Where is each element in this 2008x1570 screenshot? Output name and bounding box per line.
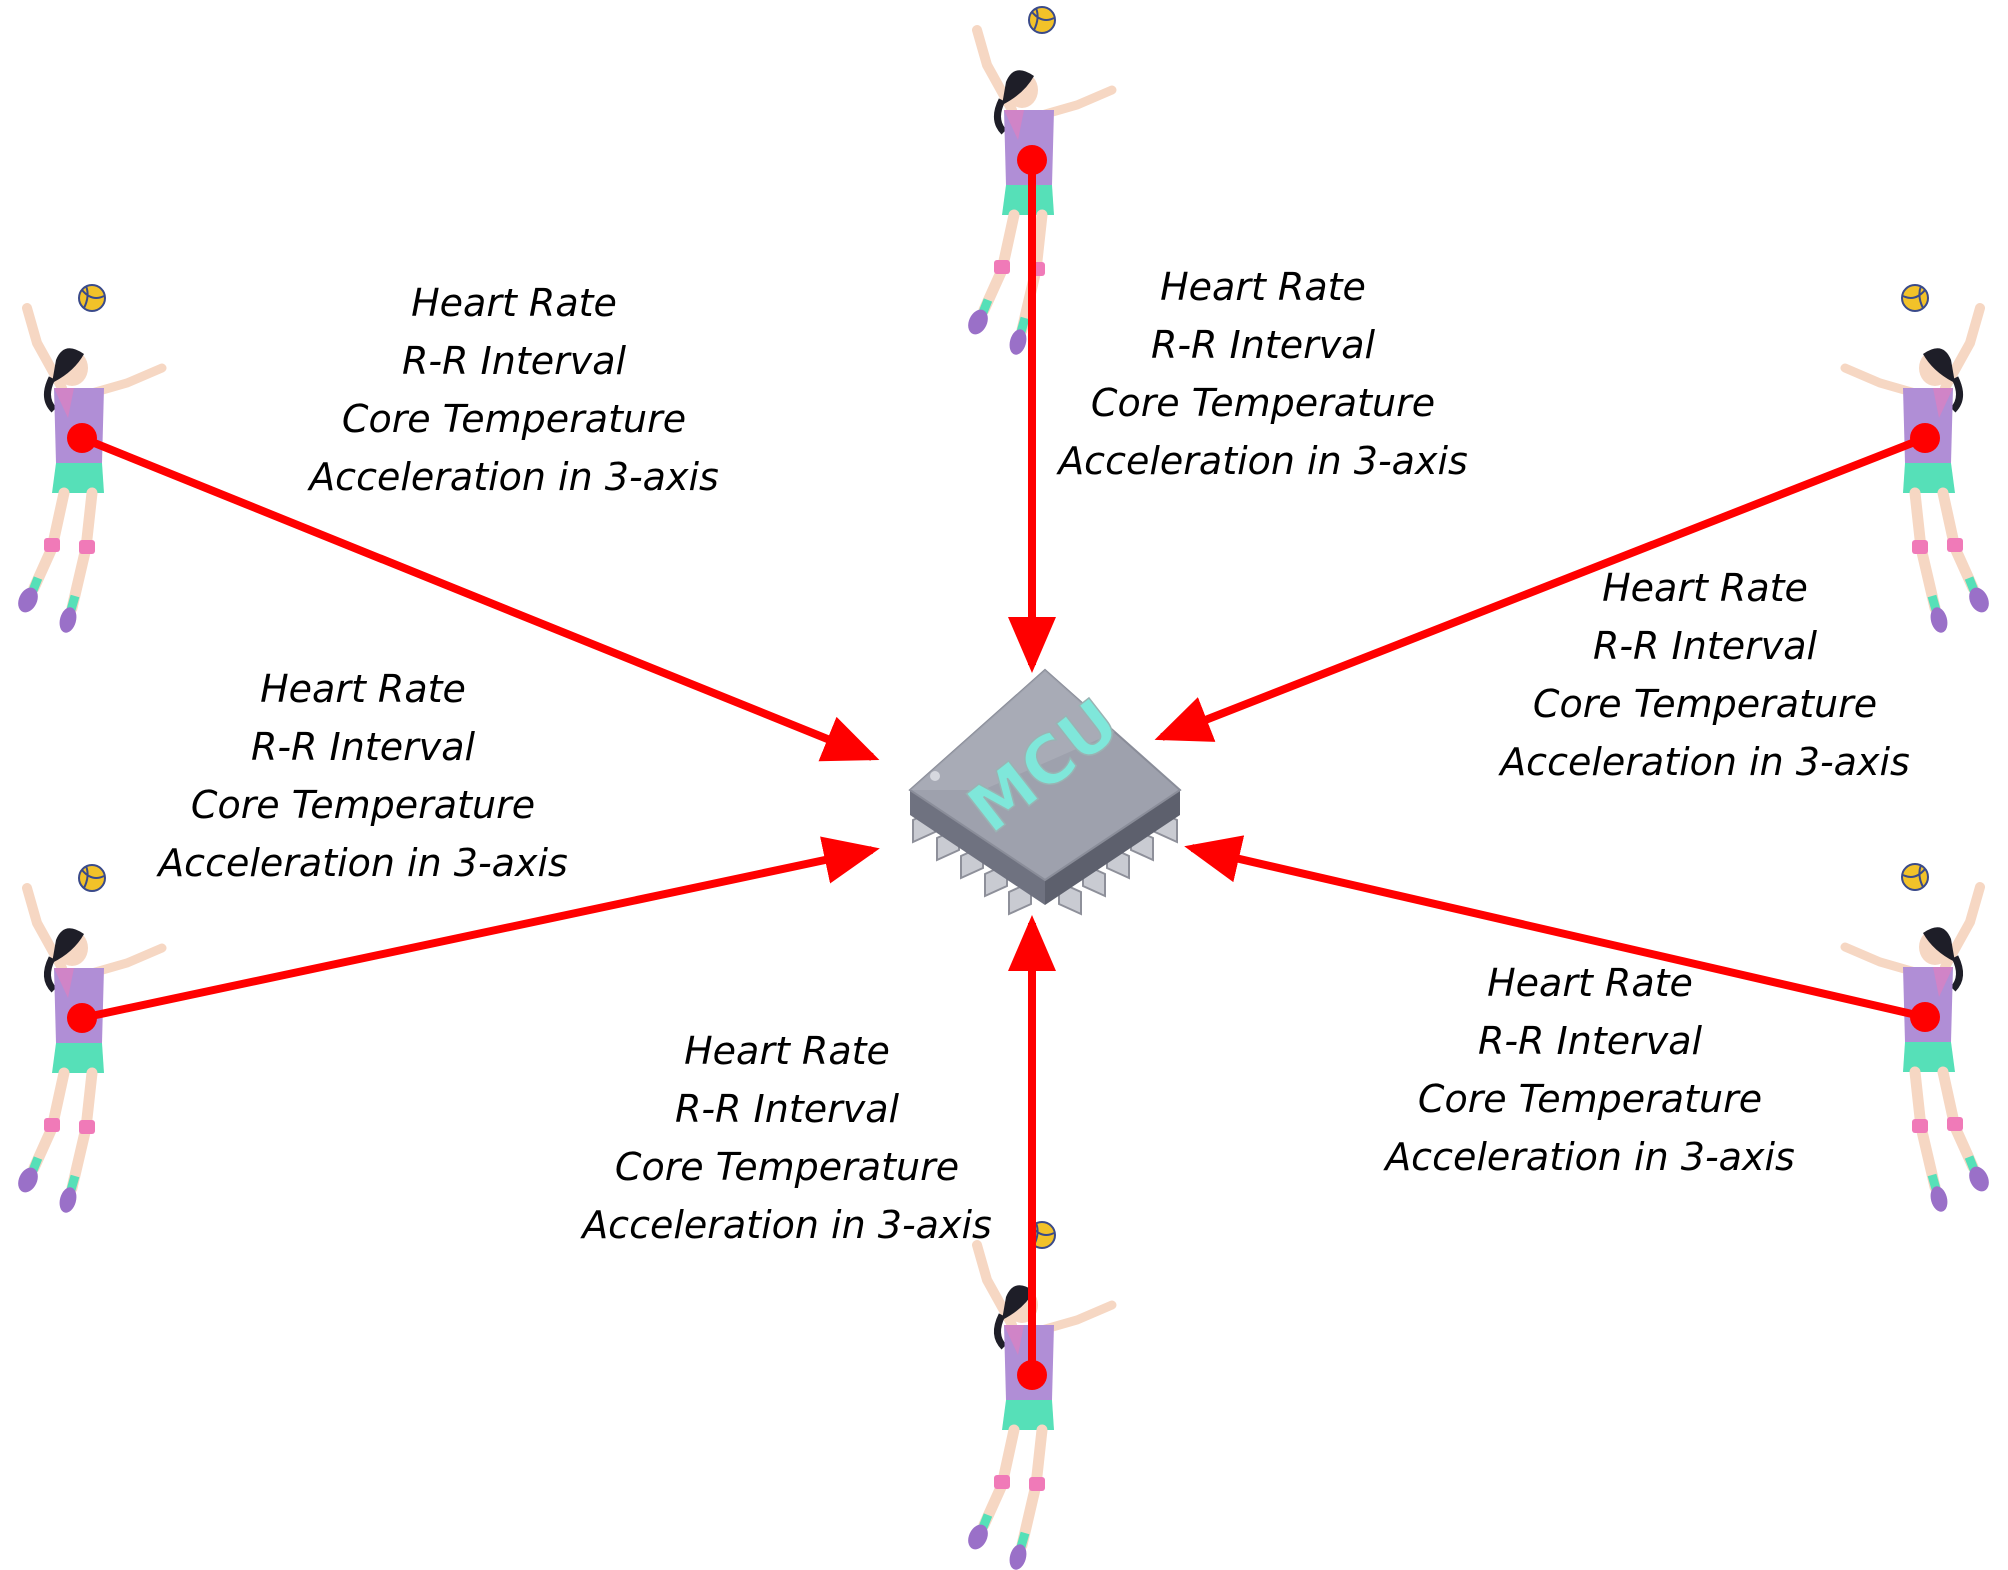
signal-label-line: Acceleration in 3-axis [1382, 1135, 1795, 1179]
signal-label-line: R-R Interval [1478, 1019, 1703, 1063]
signal-label-line: R-R Interval [1151, 323, 1376, 367]
signal-label-line: Core Temperature [342, 397, 686, 441]
data-flow-arrow-upper-left [80, 434, 880, 762]
arrows-layer [67, 145, 1940, 1390]
volleyball-player-icon [964, 1222, 1112, 1570]
data-flow-arrow-lower-left [81, 836, 880, 1022]
signal-label-line: R-R Interval [1593, 624, 1818, 668]
signal-label-line: Core Temperature [1091, 381, 1435, 425]
signal-label-line: Acceleration in 3-axis [579, 1203, 992, 1247]
signal-label-line: Core Temperature [1418, 1077, 1762, 1121]
wearable-sensor-dot [67, 1003, 97, 1033]
signal-label-line: R-R Interval [251, 725, 476, 769]
signal-label-line: Heart Rate [260, 667, 466, 711]
volleyball-player-icon [1845, 864, 1993, 1214]
signal-label-line: Acceleration in 3-axis [1497, 740, 1910, 784]
signal-label-line: Acceleration in 3-axis [306, 455, 719, 499]
signal-label-line: Core Temperature [615, 1145, 959, 1189]
signal-label-line: R-R Interval [675, 1087, 900, 1131]
microcontroller-chip-icon: MCU [908, 668, 1182, 916]
wearable-sensor-dot [1017, 145, 1047, 175]
signal-label-line: R-R Interval [402, 339, 627, 383]
wearable-sensor-dot [1017, 1360, 1047, 1390]
wearable-sensor-dot [67, 423, 97, 453]
volleyball-player-icon [964, 7, 1112, 357]
data-flow-arrow-lower-right [1184, 835, 1926, 1021]
data-flow-arrow-upper-right [1154, 434, 1927, 742]
volleyball-player-icon [14, 865, 162, 1215]
signal-label-line: Acceleration in 3-axis [1055, 439, 1468, 483]
signal-label-line: Heart Rate [684, 1029, 890, 1073]
signal-label-line: Acceleration in 3-axis [155, 841, 568, 885]
signal-label-line: Core Temperature [191, 783, 535, 827]
signal-label-line: Heart Rate [411, 281, 617, 325]
signal-label-line: Heart Rate [1160, 265, 1366, 309]
wearable-sensor-dot [1910, 1002, 1940, 1032]
signal-label-line: Heart Rate [1487, 961, 1693, 1005]
wearable-sensor-dot [1910, 423, 1940, 453]
signal-label-line: Heart Rate [1602, 566, 1808, 610]
signal-label-line: Core Temperature [1533, 682, 1877, 726]
